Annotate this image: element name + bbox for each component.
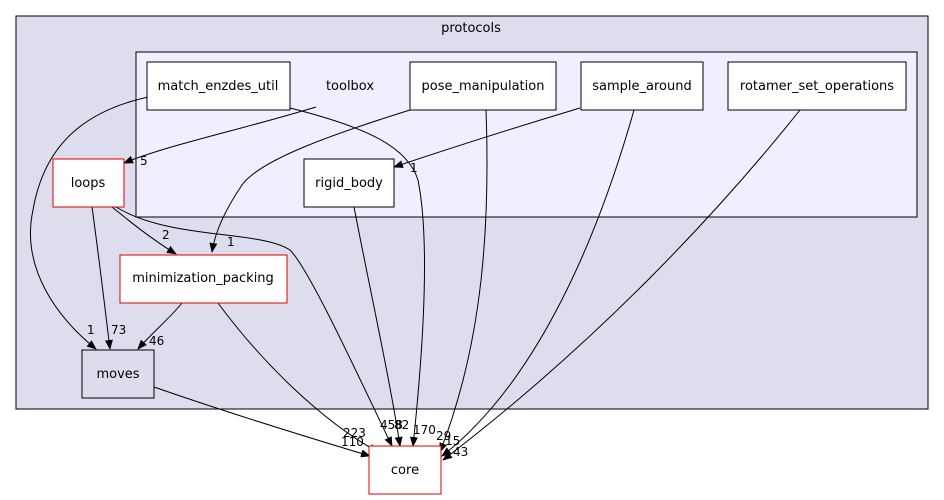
edges: 5 1 170 1 1 2 73 46 458 223 110 82 29 15…: [30, 96, 801, 461]
node-minimization_packing-label: minimization_packing: [132, 271, 274, 286]
edge-toolbox-loops[interactable]: [123, 106, 317, 164]
edge-loops-core[interactable]: [115, 206, 393, 447]
edge-label-loops-moves: 73: [111, 323, 126, 337]
edge-label-match_enzdes_util-moves: 1: [87, 323, 95, 337]
edge-label-pose_manipulation-core: 29: [436, 429, 451, 443]
edge-pose_manipulation-minimization_packing[interactable]: [209, 109, 411, 253]
node-rotamer_set_operations[interactable]: rotamer_set_operations: [727, 61, 907, 111]
node-pose_manipulation-label: pose_manipulation: [422, 79, 545, 94]
edge-pose_manipulation-core[interactable]: [439, 109, 488, 453]
node-pose_manipulation[interactable]: pose_manipulation: [409, 61, 557, 111]
edge-label-sample_around-rigid_body: 1: [410, 161, 418, 175]
node-match_enzdes_util-label: match_enzdes_util: [158, 79, 279, 94]
edge-label-rotamer_set_operations-core: 43: [453, 445, 468, 459]
edge-sample_around-rigid_body[interactable]: [393, 107, 581, 168]
node-sample_around[interactable]: sample_around: [580, 61, 704, 111]
edge-loops-minimization_packing[interactable]: [111, 206, 177, 255]
edge-label-rigid_body-core: 82: [394, 418, 409, 432]
edge-minimization_packing-core[interactable]: [217, 302, 379, 453]
node-moves-label: moves: [96, 367, 139, 382]
edge-label-sample_around-core: 15: [445, 434, 460, 448]
edge-label-pose_manipulation-minimization_packing: 1: [227, 235, 235, 249]
node-sample_around-label: sample_around: [592, 79, 691, 94]
edge-minimization_packing-moves[interactable]: [137, 302, 183, 350]
node-loops[interactable]: loops: [52, 158, 125, 208]
cluster-protocols-label: protocols: [441, 21, 501, 36]
edge-rigid_body-core[interactable]: [353, 206, 403, 447]
edge-label-moves-core: 110: [341, 435, 364, 449]
node-match_enzdes_util[interactable]: match_enzdes_util: [146, 61, 291, 111]
node-core-label: core: [391, 463, 419, 478]
edge-label-toolbox-loops: 5: [140, 154, 148, 168]
node-toolbox-label[interactable]: toolbox: [326, 79, 374, 94]
edge-rotamer_set_operations-core[interactable]: [442, 109, 801, 461]
edge-match_enzdes_util-moves[interactable]: [30, 96, 149, 350]
edge-label-loops-minimization_packing: 2: [162, 228, 170, 242]
edge-label-minimization_packing-moves: 46: [149, 334, 164, 348]
node-rigid_body-label: rigid_body: [315, 176, 383, 191]
edge-label-minimization_packing-core: 223: [343, 426, 366, 440]
edge-moves-core[interactable]: [153, 386, 371, 458]
node-minimization_packing[interactable]: minimization_packing: [119, 254, 288, 304]
edge-label-match_enzdes_util-core: 170: [413, 423, 436, 437]
edge-loops-moves[interactable]: [91, 206, 113, 350]
node-core[interactable]: core: [368, 445, 442, 495]
node-rigid_body[interactable]: rigid_body: [303, 158, 395, 208]
node-rotamer_set_operations-label: rotamer_set_operations: [740, 79, 894, 94]
node-moves[interactable]: moves: [81, 349, 155, 399]
edge-sample_around-core[interactable]: [441, 109, 635, 457]
edge-match_enzdes_util-core[interactable]: [289, 107, 425, 447]
node-loops-label: loops: [71, 176, 106, 191]
